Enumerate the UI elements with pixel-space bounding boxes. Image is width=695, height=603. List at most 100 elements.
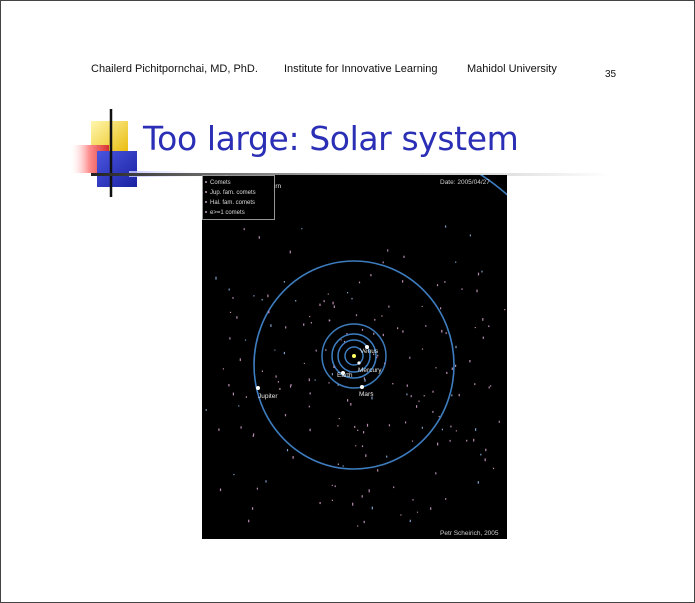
venus-orbit xyxy=(337,339,371,373)
comet-dot xyxy=(477,481,479,484)
comet-dot xyxy=(232,297,234,299)
comet-dot xyxy=(328,382,330,384)
comet-dot xyxy=(219,488,222,492)
comet-dot xyxy=(253,295,255,297)
comet-dot xyxy=(409,356,411,359)
comet-dot xyxy=(248,519,250,523)
comet-dot xyxy=(333,305,335,308)
comet-dot xyxy=(279,387,281,390)
comet-dot xyxy=(239,358,241,362)
comet-dot xyxy=(309,428,311,432)
comet-dot xyxy=(446,371,448,374)
comet-dot xyxy=(337,463,339,466)
comet-dot xyxy=(309,316,311,318)
comet-dot xyxy=(432,390,434,393)
label-mars: Mars xyxy=(359,391,374,398)
comet-dot xyxy=(243,228,245,231)
comet-dot xyxy=(430,507,432,510)
comet-dot xyxy=(315,349,317,352)
comet-dot xyxy=(308,405,310,408)
comet-dot xyxy=(342,465,344,467)
comet-dot xyxy=(371,396,373,400)
slide-header: Chailerd Pichitpornchai, MD, PhD. Instit… xyxy=(1,1,694,81)
comet-dot xyxy=(402,280,404,283)
comet-dot xyxy=(331,484,333,486)
comet-dot xyxy=(455,261,457,263)
comet-dot xyxy=(338,418,340,420)
comet-dot xyxy=(286,449,289,452)
comet-dot xyxy=(402,330,404,333)
mars-orbit xyxy=(321,323,387,389)
comet-dot xyxy=(382,261,384,264)
solar-system-figure: Saturn Jupiter Mars Earth Venus Mercury … xyxy=(202,175,507,539)
comet-dot xyxy=(319,502,321,505)
comet-dot xyxy=(364,379,366,382)
comet-dot xyxy=(270,324,272,327)
comet-dot xyxy=(328,319,330,322)
planet-mars xyxy=(360,385,364,389)
comet-dot xyxy=(355,445,357,447)
legend-box xyxy=(202,175,275,220)
comet-dot xyxy=(361,328,364,331)
date-label: Date: 2005/04/27 xyxy=(440,179,490,186)
comet-dot xyxy=(331,499,333,501)
earth-orbit xyxy=(331,333,377,379)
comet-dot xyxy=(418,400,420,402)
comet-dot xyxy=(222,368,224,370)
planet-mercury xyxy=(357,361,361,365)
comet-dot xyxy=(363,520,365,524)
comet-dot xyxy=(261,370,263,372)
comet-dot xyxy=(252,435,254,437)
comet-dot xyxy=(392,383,394,385)
comet-dot xyxy=(343,340,346,343)
comet-dot xyxy=(252,507,254,510)
university-name: Mahidol University xyxy=(467,63,557,75)
comet-dot xyxy=(366,423,369,427)
comet-dot xyxy=(325,349,327,351)
comet-dot xyxy=(406,393,408,396)
comet-dot xyxy=(475,428,477,431)
comet-dot xyxy=(480,453,482,456)
legend-item-halley-family: Hal. fam. comets xyxy=(210,200,255,206)
comet-dot xyxy=(386,455,388,458)
label-earth: Earth xyxy=(337,372,353,379)
comet-dot xyxy=(423,395,425,397)
comet-dot xyxy=(432,410,434,413)
comet-dot xyxy=(450,425,452,428)
comet-dot xyxy=(361,495,363,498)
comet-dot xyxy=(357,429,359,431)
comet-dot xyxy=(490,385,492,387)
comet-dot xyxy=(238,405,240,407)
comet-dot xyxy=(484,458,486,462)
label-venus: Venus xyxy=(360,348,379,355)
comet-dot xyxy=(285,326,287,329)
comet-dot xyxy=(347,399,349,402)
comet-dot xyxy=(477,272,480,276)
comet-dot xyxy=(482,336,484,339)
comet-dot xyxy=(261,298,263,301)
comet-dot xyxy=(388,424,390,427)
comet-dot xyxy=(412,499,414,501)
comet-dot xyxy=(416,405,418,408)
comet-dot xyxy=(295,300,297,302)
comet-dot xyxy=(363,431,365,434)
sun xyxy=(352,354,356,358)
comet-dot xyxy=(449,439,451,442)
comet-dot xyxy=(435,472,437,475)
comet-dot xyxy=(218,428,220,431)
comet-dot xyxy=(455,345,457,349)
comet-dot xyxy=(437,442,439,446)
author-name: Chailerd Pichitpornchai, MD, PhD. xyxy=(91,63,258,75)
comet-dot xyxy=(327,293,329,295)
comet-dot xyxy=(393,486,395,489)
comet-dot xyxy=(445,225,447,228)
comet-dot xyxy=(474,327,476,329)
comet-dot xyxy=(440,307,442,310)
comet-dot xyxy=(445,332,447,335)
comet-dot xyxy=(373,353,375,356)
comet-dot xyxy=(332,301,334,305)
comet-dot xyxy=(337,384,339,386)
comet-dot xyxy=(376,356,378,359)
comet-dot xyxy=(458,393,460,397)
comet-dot xyxy=(323,300,325,303)
